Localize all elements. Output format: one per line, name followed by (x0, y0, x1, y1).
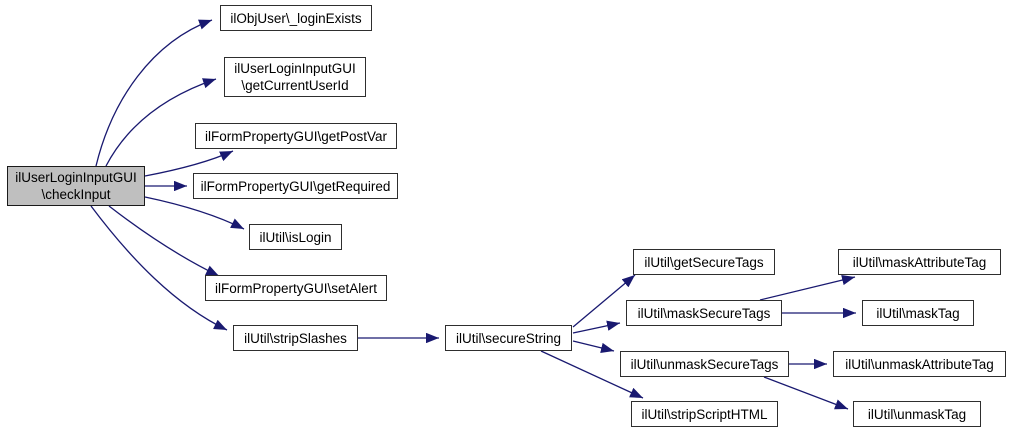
edge-secureString-stripScriptHTML (540, 350, 644, 399)
node-login-exists[interactable]: ilObjUser\_loginExists (220, 5, 372, 31)
node-get-current-user-id[interactable]: ilUserLoginInputGUI \getCurrentUserId (224, 57, 366, 97)
node-mask-tag[interactable]: ilUtil\maskTag (862, 300, 974, 326)
node-set-alert[interactable]: ilFormPropertyGUI\setAlert (205, 275, 387, 301)
edge-secureString-maskSecureTags (572, 320, 621, 334)
node-unmask-attribute-tag[interactable]: ilUtil\unmaskAttributeTag (833, 351, 1006, 377)
edge-unmaskSecureTags-unmaskTag (763, 376, 849, 410)
node-get-secure-tags[interactable]: ilUtil\getSecureTags (633, 249, 775, 275)
edge-secureString-unmaskSecureTags (572, 340, 615, 353)
node-get-post-var[interactable]: ilFormPropertyGUI\getPostVar (195, 123, 397, 149)
edge-secureString-getSecureTags (572, 274, 636, 328)
edge-checkInput-getPostVar (144, 150, 234, 177)
node-unmask-secure-tags[interactable]: ilUtil\unmaskSecureTags (620, 351, 789, 377)
node-unmask-tag[interactable]: ilUtil\unmaskTag (853, 401, 981, 427)
edge-checkInput-stripSlashes (90, 205, 228, 331)
node-secure-string[interactable]: ilUtil\secureString (445, 325, 572, 351)
edge-checkInput-setAlert (108, 205, 220, 277)
node-check-input: ilUserLoginInputGUI \checkInput (7, 166, 145, 206)
node-strip-script-html[interactable]: ilUtil\stripScriptHTML (631, 401, 778, 427)
node-mask-attribute-tag[interactable]: ilUtil\maskAttributeTag (838, 249, 1001, 275)
edge-checkInput-getCurrentUserId (105, 78, 217, 167)
node-mask-secure-tags[interactable]: ilUtil\maskSecureTags (626, 300, 782, 326)
edge-checkInput-isLogin (144, 196, 245, 230)
node-strip-slashes[interactable]: ilUtil\stripSlashes (233, 325, 358, 351)
node-get-required[interactable]: ilFormPropertyGUI\getRequired (193, 173, 398, 199)
node-is-login[interactable]: ilUtil\isLogin (249, 224, 342, 250)
edge-checkInput-loginExists (95, 19, 213, 167)
edge-maskSecureTags-maskAttributeTag (759, 275, 856, 301)
